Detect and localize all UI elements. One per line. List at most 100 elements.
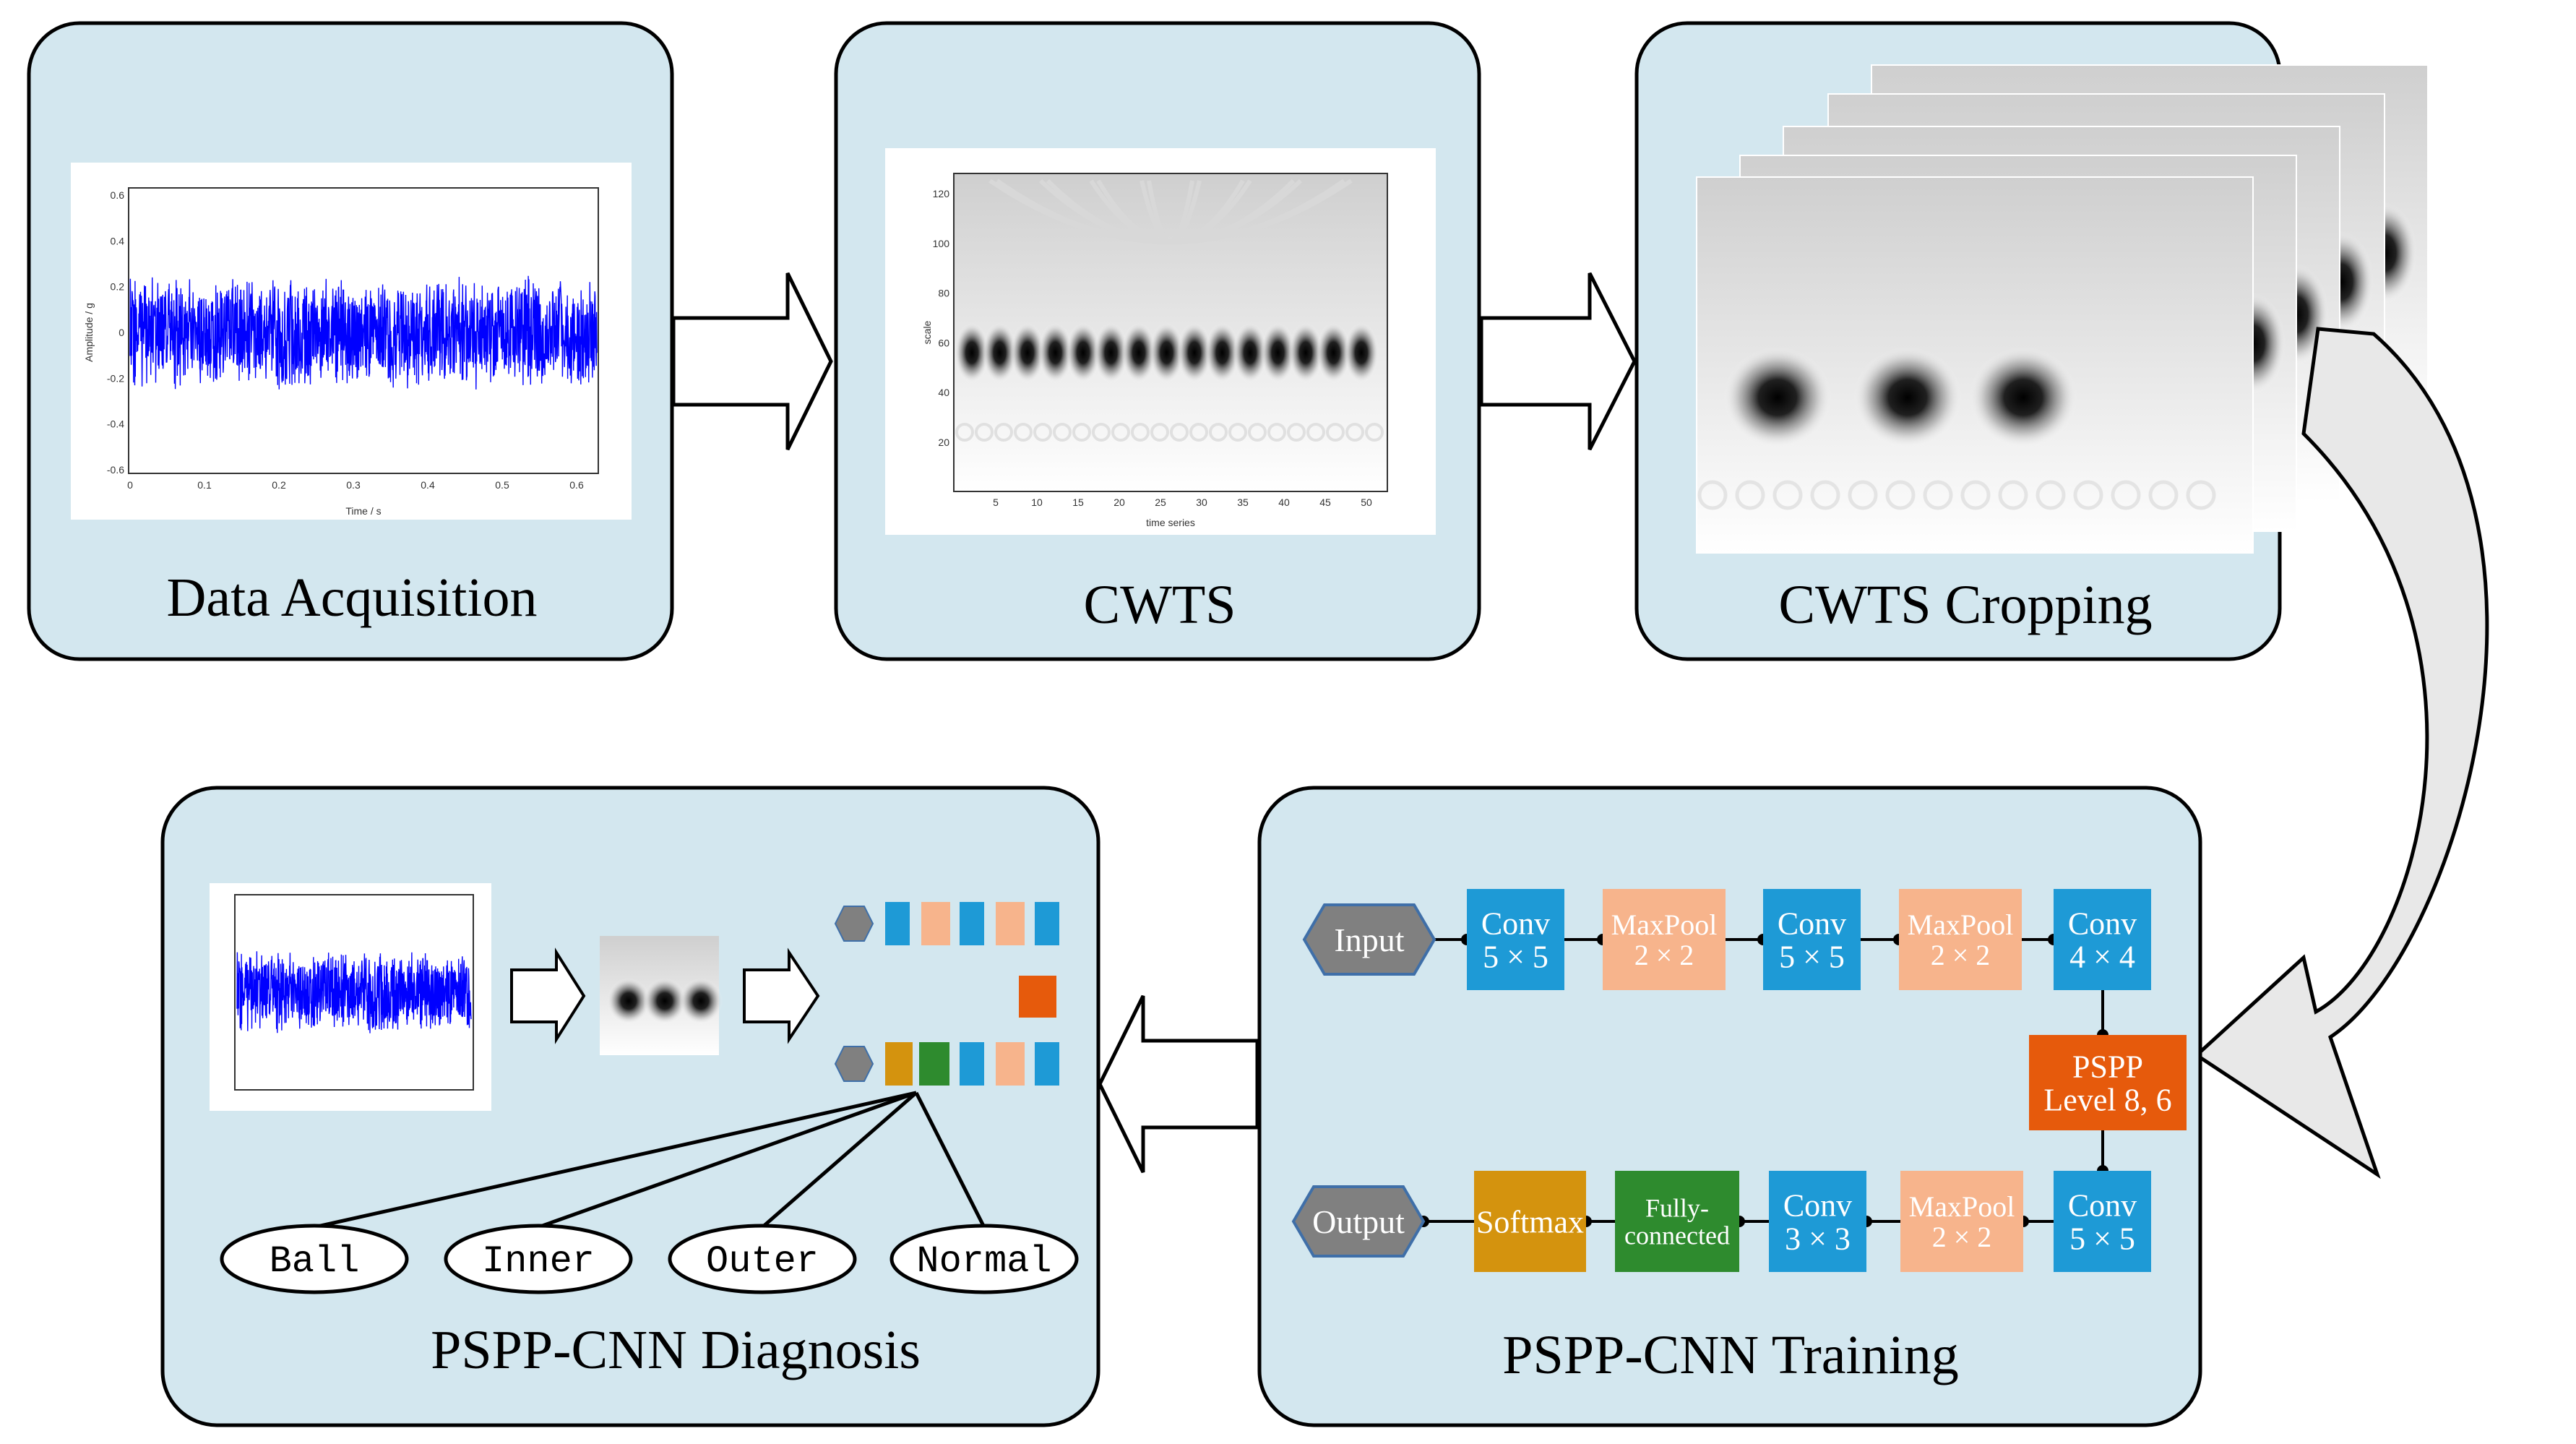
mini-pool2 (996, 902, 1025, 945)
cropped-image-stack (1696, 64, 2429, 554)
panel-title-pspp-cnn-diagnosis: PSPP-CNN Diagnosis (431, 1320, 921, 1380)
flow-arrow-2 (1479, 272, 1637, 451)
mini-conv5 (960, 1042, 984, 1086)
signal-ytick: -0.6 (107, 464, 124, 476)
curved-flow-arrow (2193, 327, 2489, 1179)
signal-waveform (129, 275, 598, 390)
diag-arrow-a (510, 947, 586, 1044)
panel-cwts: scale time series 120 100 80 60 40 20 5 10 15 20 2… (834, 21, 1481, 661)
svg-text:PSPP: PSPP (2072, 1049, 2143, 1084)
diagnosis-cwts-image (600, 936, 723, 1055)
cwts-scalogram (955, 179, 1384, 442)
cwts-xtick: 15 (1072, 497, 1084, 508)
svg-text:Normal: Normal (916, 1240, 1051, 1283)
svg-text:Softmax: Softmax (1476, 1204, 1584, 1239)
svg-text:Fully-: Fully- (1645, 1194, 1709, 1223)
svg-text:4 × 4: 4 × 4 (2069, 940, 2135, 975)
panel-title-cwts: CWTS (1083, 575, 1236, 635)
svg-text:Conv: Conv (1783, 1187, 1852, 1223)
svg-text:5 × 5: 5 × 5 (1483, 940, 1548, 975)
mini-pool3 (996, 1042, 1025, 1086)
cwts-ytick: 120 (933, 188, 950, 199)
net-softmax: Softmax (1474, 1171, 1586, 1272)
svg-text:3 × 3: 3 × 3 (1785, 1221, 1851, 1257)
cwts-ytick: 80 (938, 288, 949, 299)
cwts-ytick: 60 (938, 337, 949, 348)
signal-xtick: 0.6 (569, 479, 584, 491)
cwts-ytick: 20 (938, 437, 949, 448)
signal-xtick: 0.5 (495, 479, 509, 491)
panel-title-cwts-cropping: CWTS Cropping (1778, 575, 2152, 635)
class-label-outer: Outer (668, 1224, 857, 1294)
mini-conv1 (885, 902, 910, 945)
signal-ytick: -0.2 (107, 372, 124, 384)
signal-xtick: 0 (127, 479, 133, 491)
mini-conv3 (1035, 902, 1059, 945)
signal-ytick: 0.6 (111, 189, 125, 201)
classification-lines (314, 1091, 986, 1229)
panel-cwts-cropping: CWTS Cropping (1634, 21, 2429, 661)
cwts-xtick: 45 (1319, 497, 1331, 508)
class-line (914, 1091, 986, 1229)
mini-output (834, 1046, 874, 1082)
signal-xtick: 0.4 (421, 479, 435, 491)
signal-ytick: 0.4 (111, 235, 125, 246)
cropped-image (1696, 176, 2254, 554)
svg-text:Conv: Conv (1481, 906, 1550, 941)
flow-arrow-3 (1098, 994, 1259, 1174)
cwts-xtick: 40 (1278, 497, 1290, 508)
class-line (314, 1091, 917, 1229)
cwts-xtick: 20 (1113, 497, 1125, 508)
net-fc: Fully-connected (1615, 1171, 1739, 1272)
svg-text:2 × 2: 2 × 2 (1634, 939, 1694, 971)
mini-conv4 (1035, 1042, 1059, 1086)
cwts-xtick: 10 (1031, 497, 1043, 508)
panel-data-acquisition: Amplitude / g Time / s 0.60.40.20-0.2-0.… (27, 21, 674, 661)
class-line (761, 1091, 918, 1229)
class-line (538, 1091, 917, 1229)
svg-text:Conv: Conv (2068, 1187, 2137, 1223)
svg-text:MaxPool: MaxPool (1909, 1190, 2015, 1223)
mini-pspp (1019, 976, 1056, 1018)
cwts-xtick: 50 (1361, 497, 1372, 508)
cwts-ytick: 100 (933, 238, 950, 249)
mini-conv2 (960, 902, 984, 945)
panel-title-pspp-cnn-training: PSPP-CNN Training (1502, 1325, 1959, 1385)
svg-text:5 × 5: 5 × 5 (2069, 1221, 2135, 1257)
mini-fc (919, 1042, 949, 1086)
cwts-xlabel: time series (1146, 517, 1195, 528)
mini-cnn-architecture (834, 902, 1059, 1086)
panel-title-data-acquisition: Data Acquisition (167, 567, 538, 628)
class-label-normal: Normal (889, 1224, 1079, 1294)
signal-ylabel: Amplitude / g (83, 303, 95, 362)
mini-softmax (885, 1042, 913, 1086)
svg-text:Output: Output (1312, 1203, 1405, 1240)
cwts-xtick: 5 (993, 497, 999, 508)
svg-text:Conv: Conv (1778, 906, 1846, 941)
cwts-ytick: 40 (938, 387, 949, 398)
mini-input (834, 906, 874, 942)
signal-ytick: 0 (119, 327, 124, 338)
signal-ytick: 0.2 (111, 281, 125, 293)
diagnosis-signal-waveform (236, 951, 472, 1033)
net-output: Output (1291, 1185, 1426, 1258)
cwts-xtick: 25 (1155, 497, 1166, 508)
svg-text:5 × 5: 5 × 5 (1779, 940, 1845, 975)
cwts-ylabel: scale (921, 320, 933, 344)
mini-pool1 (921, 902, 950, 945)
signal-xtick: 0.3 (346, 479, 361, 491)
signal-xtick: 0.1 (197, 479, 212, 491)
